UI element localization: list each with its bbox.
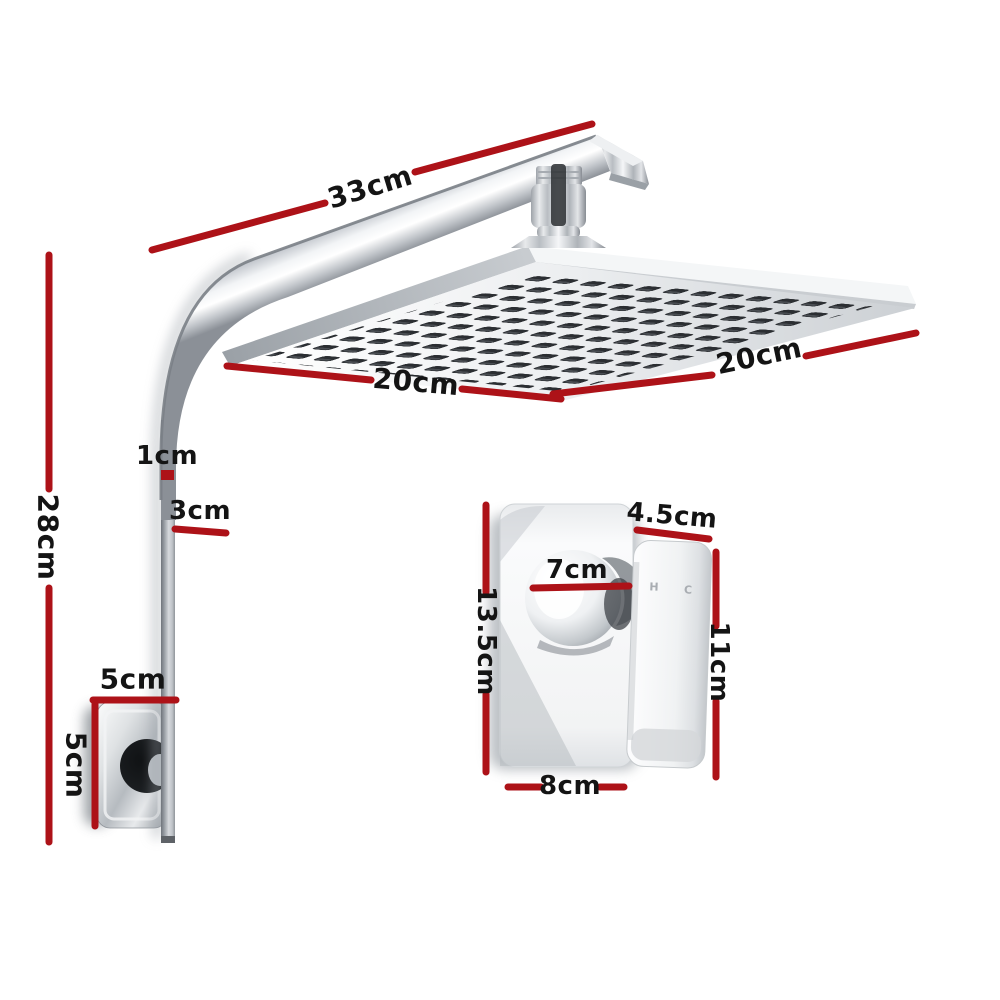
riser-shadow: [152, 252, 252, 838]
head-top-face: [528, 246, 916, 304]
dim-label-plate-width: 8cm: [538, 771, 602, 801]
mixer: [489, 503, 713, 770]
mixer-handle: [626, 540, 713, 769]
dim-handle-width: [633, 526, 713, 543]
dim-label-riser-height: 28cm: [31, 493, 65, 581]
dim-label-bracket-width: 5cm: [99, 662, 167, 696]
head-left-rim: [222, 246, 536, 366]
swivel-connector: [511, 164, 606, 248]
mixer-hot-marking: H: [649, 580, 659, 594]
dim-label-arm-depth: 3cm: [168, 496, 232, 526]
dim-spout-depth: [529, 582, 633, 592]
shower-head: [222, 246, 916, 400]
dim-head-width: [223, 362, 565, 403]
dim-label-spout-depth: 7cm: [545, 555, 609, 585]
dim-label-bracket-height: 5cm: [59, 731, 93, 799]
nozzle-grid: [252, 272, 874, 392]
dim-arm-depth: [171, 525, 230, 537]
shower-riser-rail: [161, 420, 175, 843]
dim-label-arm-thickness: 1cm: [135, 441, 199, 471]
mixer-cold-marking: C: [683, 583, 693, 597]
dim-arm-length: [148, 120, 596, 254]
dim-label-plate-height: 13.5cm: [471, 586, 501, 696]
dim-label-handle-height: 11cm: [704, 621, 734, 703]
dim-head-depth: [549, 329, 920, 398]
dim-arm-thickness: [161, 470, 174, 480]
